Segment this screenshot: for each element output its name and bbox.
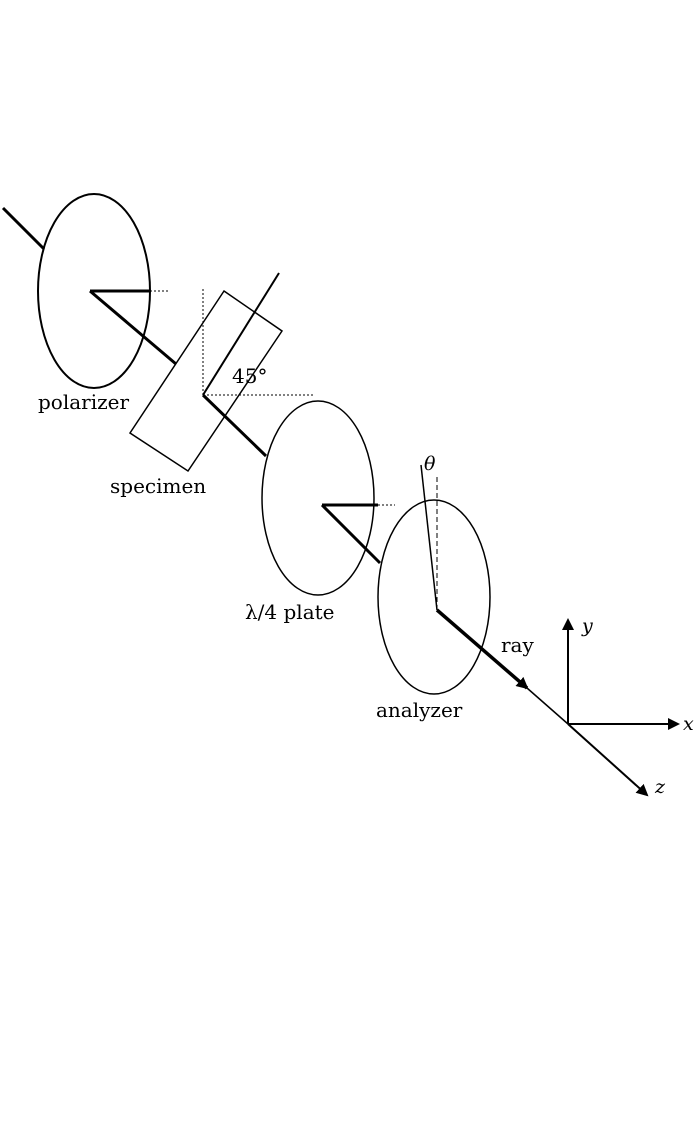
analyzer-ellipse — [377, 499, 491, 695]
z-axis-arrow — [567, 723, 649, 797]
ray-segment-3 — [320, 503, 382, 565]
theta-label: θ — [424, 453, 436, 475]
incoming-ray — [1, 206, 46, 251]
angle-label: 45° — [232, 364, 267, 388]
polarizer-label: polarizer — [38, 390, 129, 414]
ray-segment-1 — [89, 289, 177, 366]
z-axis-label: z — [654, 776, 666, 798]
specimen-fast-axis — [202, 272, 280, 396]
y-axis-label: y — [581, 615, 593, 637]
analyzer-label: analyzer — [376, 698, 463, 722]
ray-continuation — [526, 687, 569, 725]
quarter-wave-plate-ellipse — [261, 400, 375, 596]
analyzer-axis — [420, 464, 438, 611]
output-ray-arrow — [435, 608, 529, 690]
x-axis-label: x — [683, 713, 694, 735]
quarter-wave-plate-label: λ/4 plate — [245, 600, 335, 624]
ray-segment-2 — [201, 393, 268, 458]
ray-label: ray — [501, 633, 534, 657]
specimen-label: specimen — [110, 474, 206, 498]
specimen-plate — [128, 289, 284, 473]
